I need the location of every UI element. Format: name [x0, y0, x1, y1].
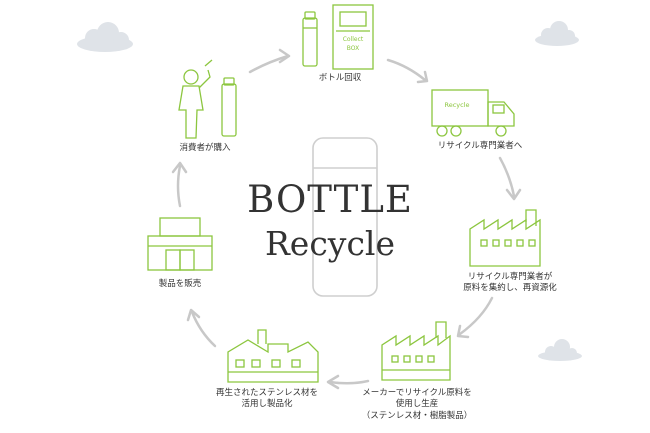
diagram-title-line1: BOTTLE [247, 178, 413, 221]
flow-arrow [386, 58, 429, 84]
central-bottle-outline [312, 137, 378, 297]
recycle-truck-icon [431, 89, 515, 137]
cloud-icon [77, 22, 133, 52]
step-label-recycler-resource: リサイクル専門業者が 原料を集約し、再資源化 [450, 272, 570, 295]
truck-text: Recycle [444, 101, 469, 109]
flow-arrow [326, 374, 370, 390]
step-label-line: （ステンレス材・樹脂製品） [361, 410, 473, 421]
collect-box-text: BOX [347, 45, 359, 52]
step-label-line: 使用し生産 [395, 399, 439, 410]
collect-box-text: Collect [343, 36, 364, 43]
factory-icon [469, 209, 541, 267]
collect-box-icon [302, 4, 374, 70]
factory-icon [381, 321, 451, 381]
store-icon [147, 217, 213, 271]
flow-arrow [171, 161, 188, 208]
diagram-title-line2: Recycle [264, 224, 396, 263]
step-label-line: メーカーでリサイクル原料を [362, 388, 472, 398]
flow-arrow [248, 48, 291, 74]
step-label-collection: ボトル回収 [318, 73, 362, 83]
step-label-to-recycler: リサイクル専門業者へ [437, 141, 523, 151]
step-label-manufacturer: メーカーでリサイクル原料を 使用し生産 （ステンレス材・樹脂製品） [352, 388, 482, 422]
step-label-line: リサイクル専門業者が [467, 272, 553, 282]
consumer-drinking-icon [178, 59, 237, 139]
step-label-steel-reuse: 再生されたステンレス材を 活用し製品化 [205, 388, 329, 411]
cloud-icon [538, 339, 582, 361]
cloud-icon [535, 21, 579, 46]
step-label-sale: 製品を販売 [158, 279, 202, 289]
flow-arrow [498, 156, 522, 201]
step-label-line: 再生されたステンレス材を [215, 388, 318, 398]
step-label-line: 原料を集約し、再資源化 [463, 283, 557, 294]
flow-arrow [186, 308, 217, 348]
step-label-line: 活用し製品化 [241, 399, 293, 410]
flow-arrow [456, 296, 494, 339]
step-label-purchase: 消費者が購入 [179, 143, 231, 153]
factory-icon [227, 329, 319, 383]
